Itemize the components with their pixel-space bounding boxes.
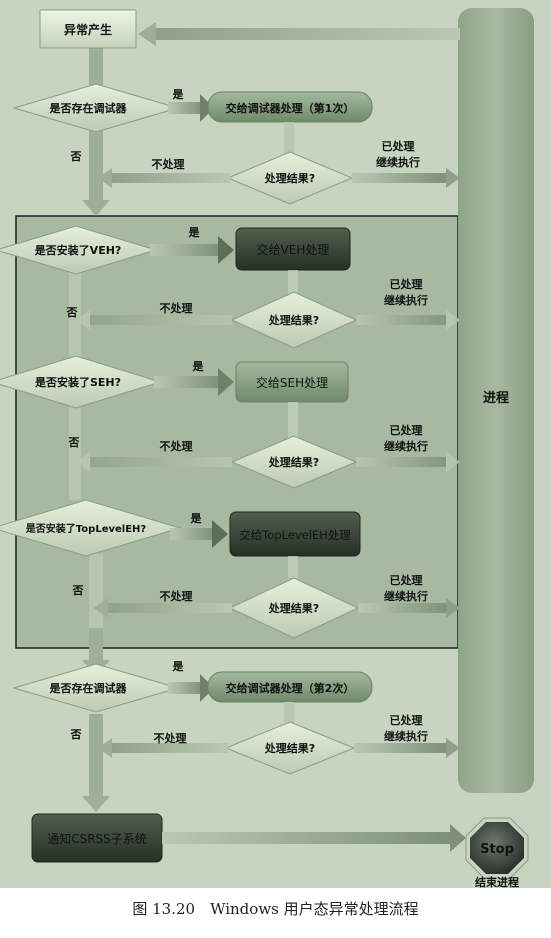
stop-label: Stop (480, 842, 514, 857)
yes-arrow-3 (154, 368, 234, 396)
handled-label-2a: 已处理 (390, 277, 423, 291)
yes-arrow-2 (150, 236, 234, 264)
seh-check-label: 是否安装了SEH? (34, 375, 121, 389)
yes-arrow-5 (168, 674, 214, 702)
tleh-handle-label: 交给TopLevelEH处理 (239, 528, 351, 542)
connector-4 (288, 556, 298, 578)
handled-label-4a: 已处理 (390, 573, 423, 587)
yes-arrow-4 (170, 520, 228, 548)
result-2-diamond (230, 291, 358, 349)
stop-icon (465, 817, 529, 879)
result-1-label: 处理结果? (264, 171, 315, 185)
handled-label-5b: 继续执行 (384, 729, 428, 743)
handled-label-3a: 已处理 (390, 423, 423, 437)
process-bar (458, 8, 534, 793)
handled-arrow-5 (354, 738, 460, 758)
csrss-label: 通知CSRSS子系统 (47, 832, 147, 846)
handled-label-2b: 继续执行 (384, 293, 428, 307)
result-3-label: 处理结果? (268, 455, 319, 469)
no-label-1: 否 (70, 150, 82, 163)
handled-label-3b: 继续执行 (384, 439, 428, 453)
result-2-label: 处理结果? (268, 313, 319, 327)
yes-label-4: 是 (190, 512, 203, 525)
no-label-5: 否 (70, 728, 82, 741)
not-handled-arrow-3 (76, 452, 232, 472)
tleh-check-label: 是否安装了TopLevelEH? (25, 522, 147, 535)
csrss-to-stop-arrow (162, 824, 466, 852)
not-handled-label-3: 不处理 (160, 439, 193, 453)
debugger-handle-1-label: 交给调试器处理（第1次） (226, 101, 355, 115)
seh-check-diamond (0, 355, 162, 409)
handled-arrow-2 (356, 310, 460, 330)
figure-caption: 图 13.20 Windows 用户态异常处理流程 (132, 900, 419, 918)
no-label-3: 否 (68, 436, 80, 449)
veh-check-diamond (0, 225, 158, 275)
exception-raised-box (39, 9, 137, 49)
handled-label-1b: 继续执行 (376, 155, 420, 169)
yes-label-5: 是 (172, 660, 185, 673)
handled-label-4b: 继续执行 (384, 589, 428, 603)
debugger-check-1-label: 是否存在调试器 (49, 101, 128, 115)
end-process-label: 结束进程 (474, 875, 519, 889)
yes-label-2: 是 (188, 226, 201, 239)
result-5-label: 处理结果? (264, 741, 315, 755)
not-handled-arrow-2 (76, 310, 232, 330)
handled-arrow-4 (358, 598, 460, 618)
not-handled-arrow-1 (98, 168, 230, 188)
result-5-diamond (224, 721, 356, 775)
yes-label-3: 是 (192, 360, 205, 373)
process-label: 进程 (483, 391, 509, 406)
connector-5 (284, 702, 294, 726)
handled-arrow-3 (356, 452, 460, 472)
seh-handle-label: 交给SEH处理 (256, 375, 328, 390)
debugger-check-1-diamond (12, 83, 180, 133)
connector-1 (284, 122, 294, 156)
yes-arrow-1 (168, 94, 214, 122)
not-handled-label-5: 不处理 (154, 731, 187, 745)
debugger-check-2-diamond (12, 663, 180, 713)
connector-3 (288, 402, 298, 438)
no-label-4: 否 (72, 584, 84, 597)
yes-label-1: 是 (172, 88, 185, 101)
not-handled-label-2: 不处理 (160, 301, 193, 315)
result-4-label: 处理结果? (268, 601, 319, 615)
feedback-arrow (138, 22, 460, 46)
debugger-handle-2-label: 交给调试器处理（第2次） (226, 681, 355, 695)
handled-arrow-1 (352, 168, 460, 188)
not-handled-label-4: 不处理 (160, 589, 193, 603)
not-handled-label-1: 不处理 (152, 157, 185, 171)
connector-2 (288, 270, 298, 296)
not-handled-arrow-5 (98, 738, 228, 758)
result-4-diamond (228, 577, 360, 639)
no-label-2: 否 (66, 306, 78, 319)
result-3-diamond (230, 435, 358, 489)
not-handled-arrow-4 (94, 598, 232, 618)
handled-label-1a: 已处理 (382, 139, 415, 153)
exception-raised-label: 异常产生 (64, 22, 112, 37)
tleh-check-diamond (0, 499, 182, 557)
debugger-check-2-label: 是否存在调试器 (49, 681, 128, 695)
result-1-diamond (226, 151, 354, 205)
veh-handle-label: 交给VEH处理 (257, 242, 330, 257)
handled-label-5a: 已处理 (390, 713, 423, 727)
veh-check-label: 是否安装了VEH? (34, 243, 122, 257)
